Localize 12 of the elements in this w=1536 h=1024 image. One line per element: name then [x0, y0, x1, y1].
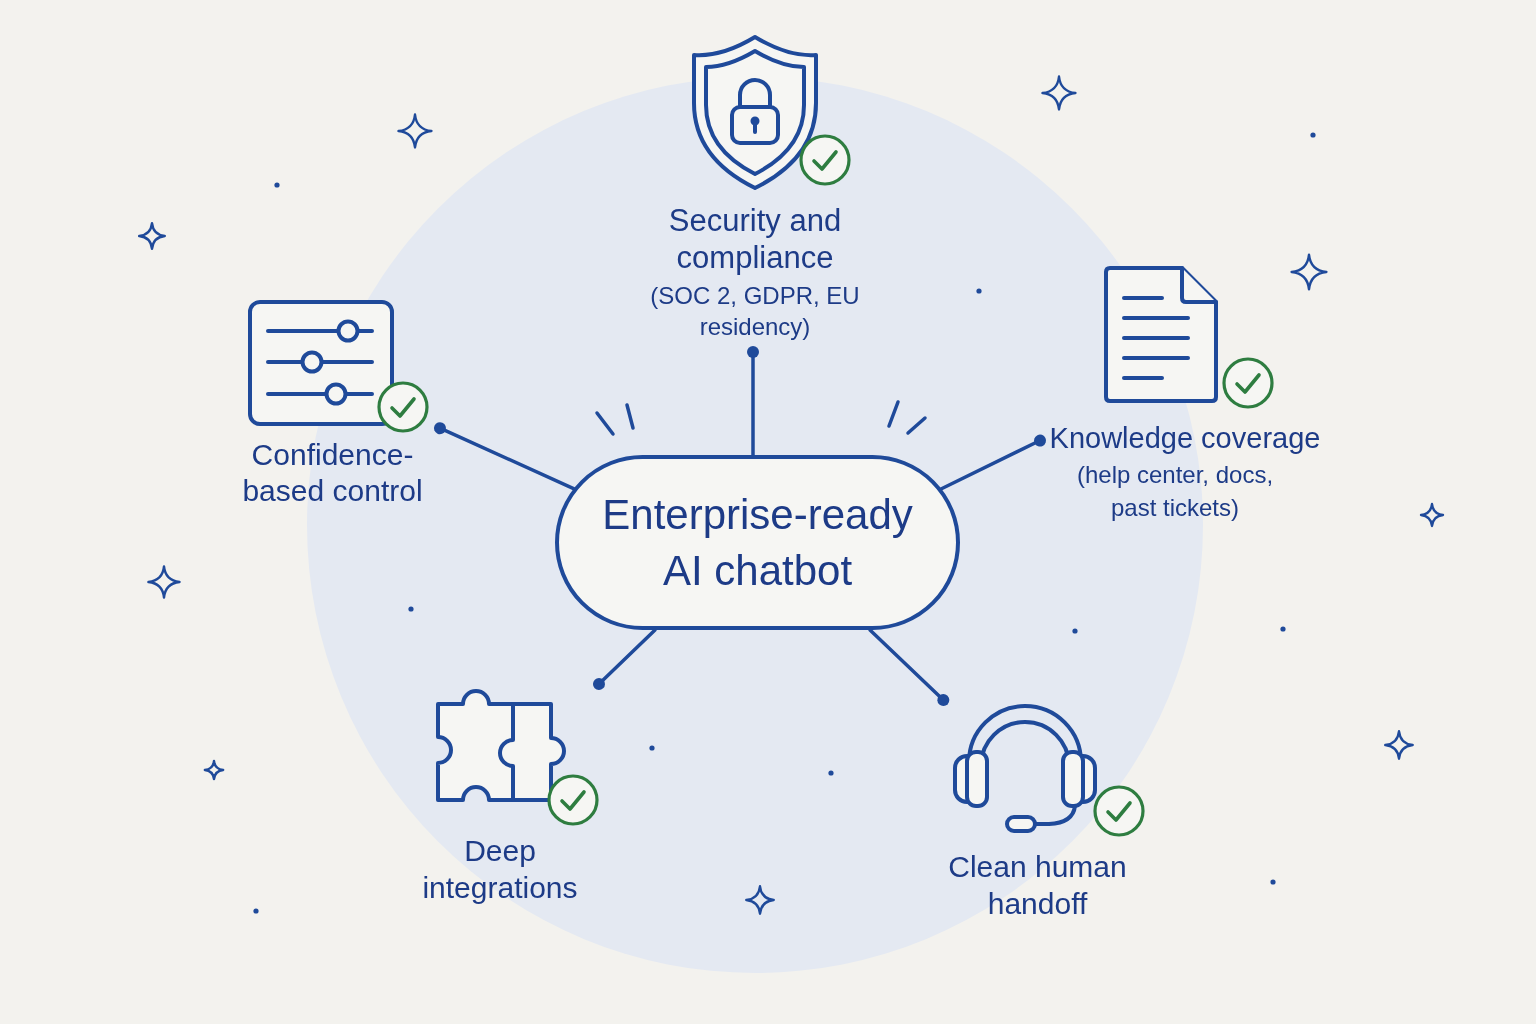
node-title: Clean human handoff: [947, 849, 1128, 922]
node-title: Confidence-based control: [241, 437, 424, 509]
node-title: Security and compliance: [667, 202, 843, 276]
connector-line: [747, 346, 759, 457]
connector-line: [939, 434, 1047, 491]
node-title: Deep integrations: [421, 833, 579, 906]
node-subtitle: (help center, docs, past tickets): [1075, 460, 1275, 523]
connector-line: [433, 422, 576, 491]
node-title: Knowledge coverage: [1048, 421, 1322, 456]
connector-line: [868, 628, 950, 706]
node-subtitle: (SOC 2, GDPR, EU residency): [649, 281, 861, 342]
node-title: Enterprise-ready AI chatbot: [601, 489, 914, 596]
